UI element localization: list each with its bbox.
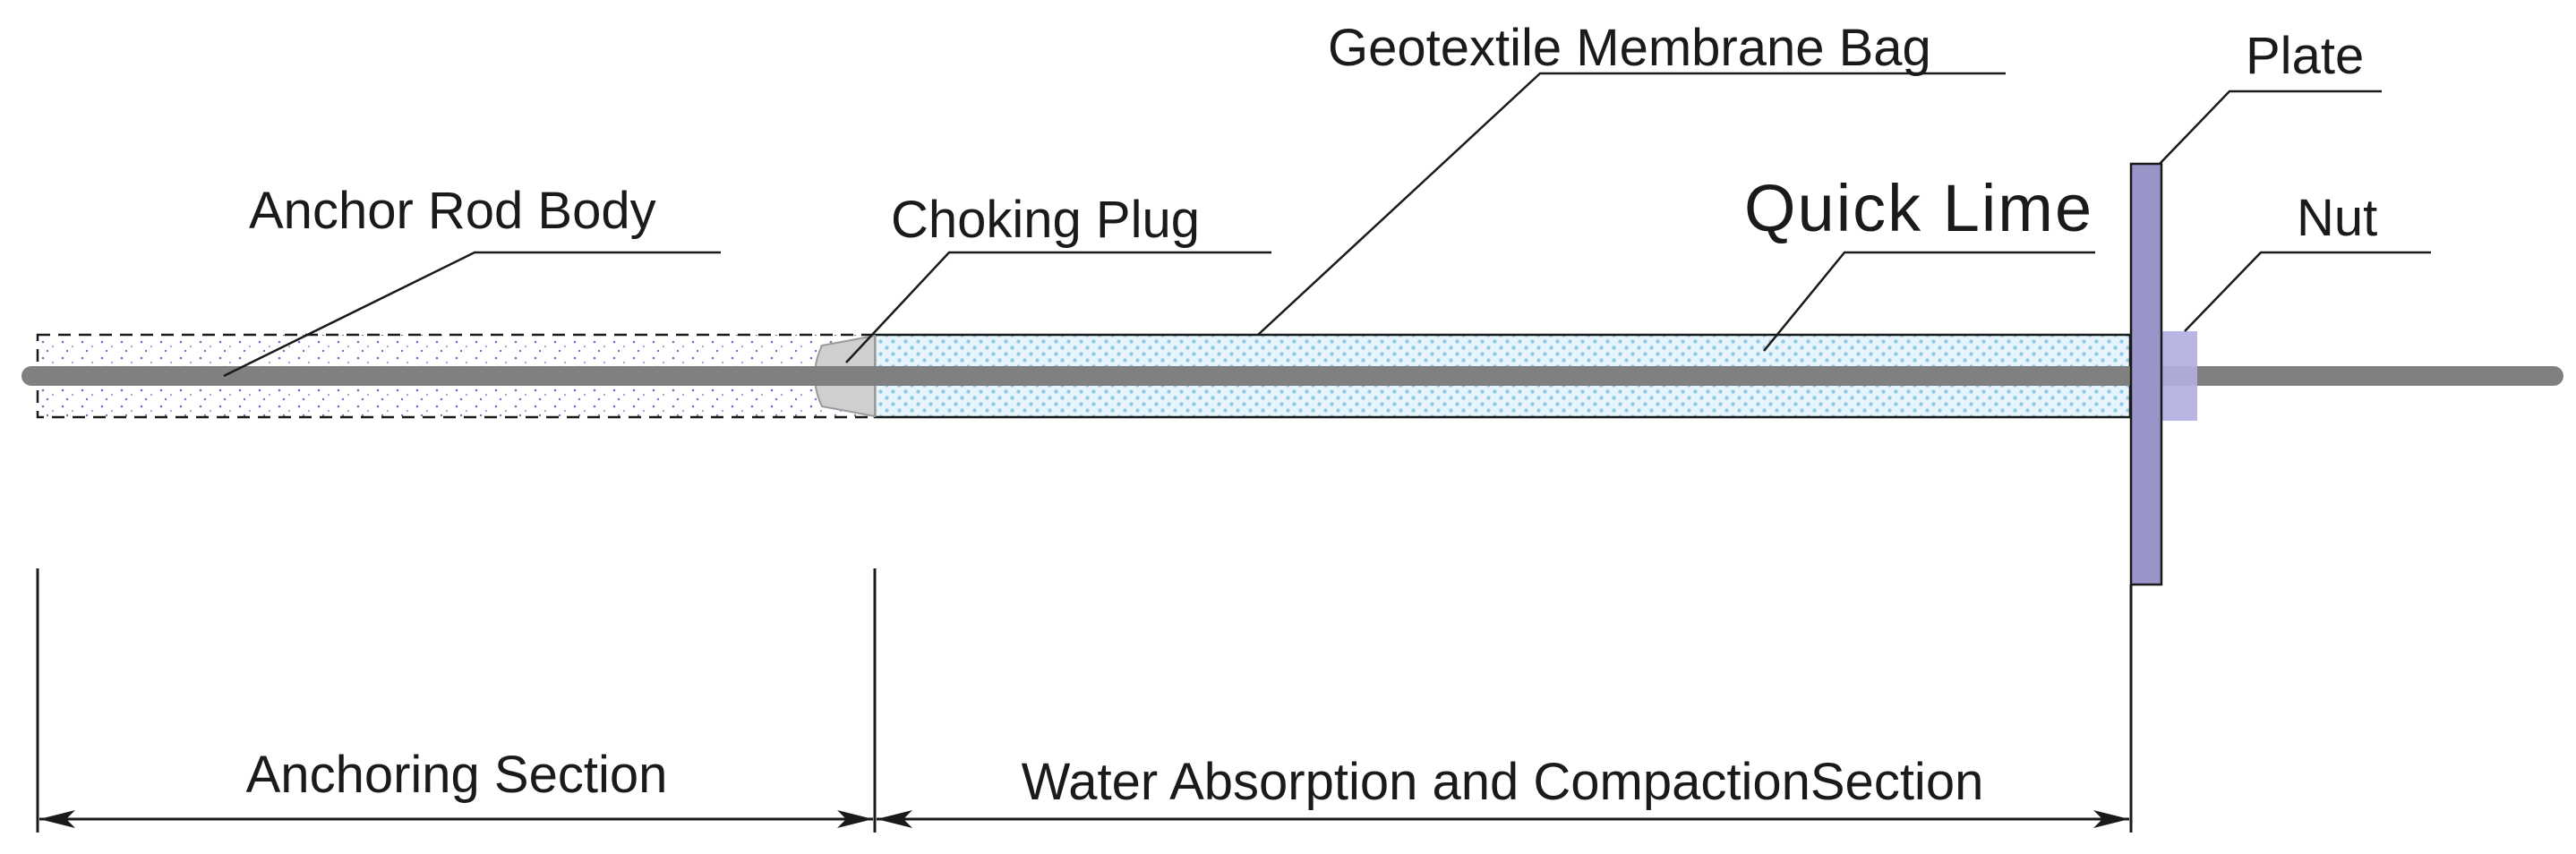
label-choking-plug: Choking Plug (891, 191, 1200, 249)
label-geotextile-membrane-bag: Geotextile Membrane Bag (1328, 19, 1931, 77)
label-quick-lime: Quick Lime (1744, 171, 2093, 245)
leader-lines (223, 72, 2431, 378)
leader-geotextile-bag (1257, 72, 2006, 336)
label-anchor-rod-body: Anchor Rod Body (249, 182, 656, 240)
dimension-lines (36, 568, 2133, 833)
label-nut: Nut (2297, 189, 2377, 247)
label-anchoring-section: Anchoring Section (246, 746, 668, 804)
leader-plate (2159, 90, 2382, 165)
label-water-absorption-section: Water Absorption and CompactionSection (1022, 753, 1984, 811)
leader-anchor-rod-body (223, 251, 721, 378)
leader-nut (2184, 251, 2431, 332)
leader-choking-plug (845, 251, 1271, 363)
label-plate: Plate (2246, 27, 2364, 85)
leader-quick-lime (1763, 251, 2095, 352)
plate (2129, 162, 2163, 586)
